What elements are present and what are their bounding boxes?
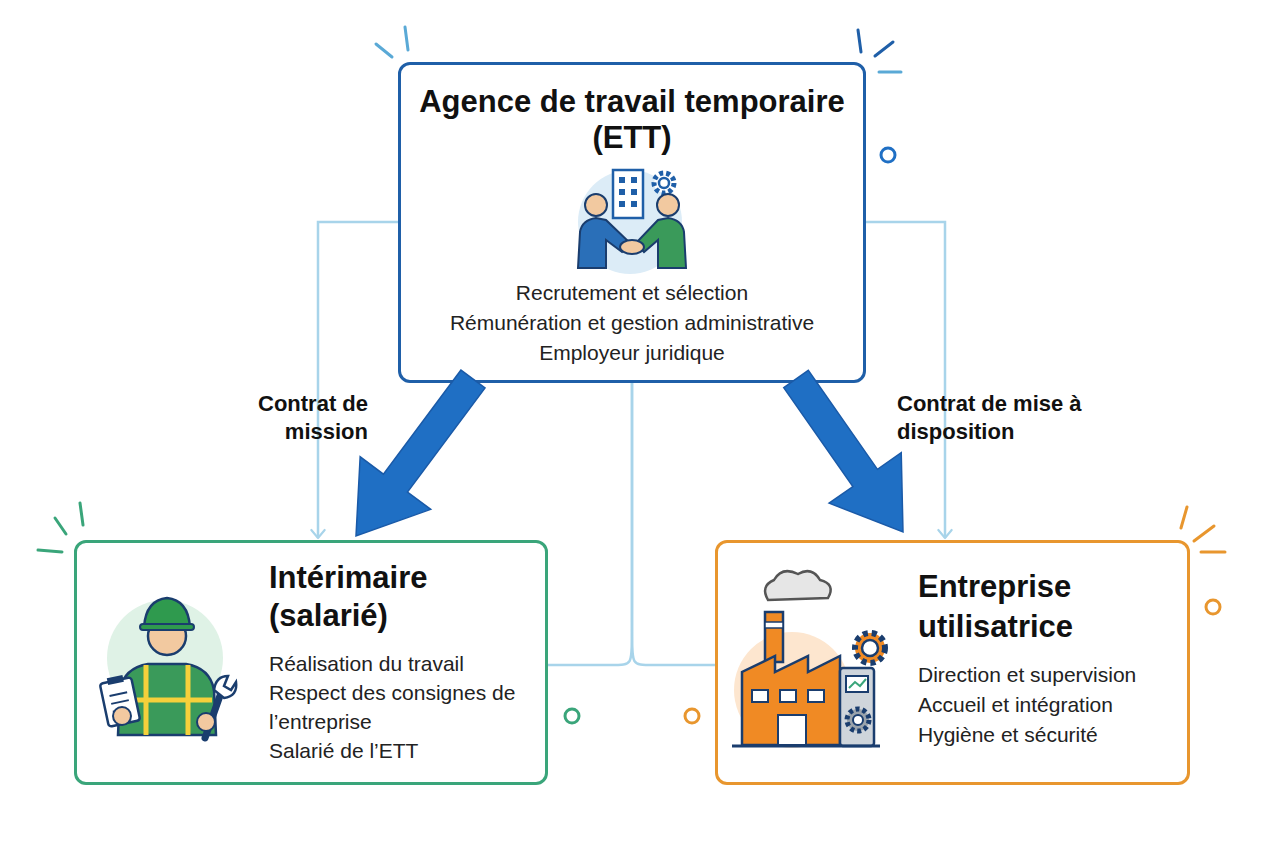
node-item: Hygiène et sécurité	[918, 720, 1183, 750]
node-title: Intérimaire (salarié)	[269, 559, 529, 635]
node-title: Agence de travail temporaire (ETT)	[418, 84, 846, 156]
flow-arrow	[866, 222, 945, 538]
sparkle-lines-part	[1181, 507, 1187, 528]
node-item: Employeur juridique	[398, 338, 866, 368]
flow-arrow	[318, 222, 398, 538]
decor-circles-part	[1206, 600, 1220, 614]
company-box: Entreprise utilisatriceDirection et supe…	[715, 540, 1190, 785]
sparkle-lines-part	[1194, 526, 1214, 541]
decor-circles-part	[565, 709, 579, 723]
sparkle-lines-part	[858, 30, 861, 52]
node-item: Direction et supervision	[918, 660, 1183, 690]
sparkle-lines-part	[80, 503, 83, 525]
link-line	[632, 383, 715, 665]
contract-arrow	[356, 370, 485, 536]
node-item: Respect des consignes de l’entreprise	[269, 678, 519, 736]
decor-circles-part	[685, 709, 699, 723]
contract-label: Contrat de mission	[228, 390, 368, 446]
node-item: Salarié de l’ETT	[269, 736, 529, 765]
sparkle-lines-part	[38, 550, 62, 552]
sparkle-lines-part	[879, 71, 901, 74]
sparkle-lines-part	[55, 518, 66, 534]
node-item: Réalisation du travail	[269, 649, 529, 678]
decor-circles-part	[881, 148, 895, 162]
node-item: Recrutement et sélection	[398, 278, 866, 308]
node-title: Entreprise utilisatrice	[918, 567, 1168, 647]
agency-box: Agence de travail temporaire (ETT) Recrut…	[398, 62, 866, 383]
node-item: Rémunération et gestion administrative	[398, 308, 866, 338]
node-item: Accueil et intégration	[918, 690, 1183, 720]
sparkle-lines-part	[875, 42, 893, 56]
worker-box: Intérimaire (salarié) Réalisation du trav…	[74, 540, 548, 785]
contract-arrow	[784, 370, 903, 532]
sparkle-lines-part	[376, 44, 392, 57]
sparkle-lines-part	[1201, 551, 1225, 554]
link-line	[548, 383, 632, 665]
contract-label: Contrat de mise à disposition	[897, 390, 1137, 446]
sparkle-lines-part	[405, 27, 408, 50]
sparkle-lines	[38, 27, 1225, 552]
